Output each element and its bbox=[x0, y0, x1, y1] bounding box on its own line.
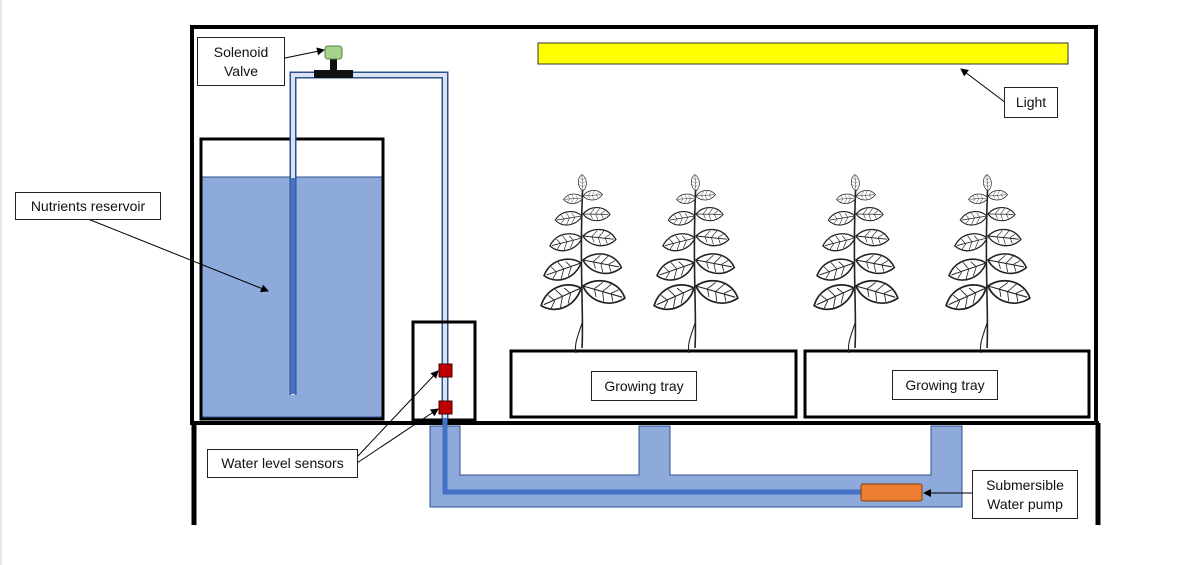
plant-3 bbox=[810, 175, 901, 354]
drain-channel bbox=[429, 425, 963, 508]
solenoid-valve-label-line1: Solenoid bbox=[213, 43, 269, 60]
light-callout-arrow bbox=[960, 68, 1007, 104]
valve-stem bbox=[330, 57, 337, 72]
submersible-pump-label-line2: Water pump bbox=[987, 495, 1063, 512]
valve-base bbox=[314, 70, 353, 78]
lower-water-level-sensor bbox=[438, 400, 453, 415]
light-label: Light bbox=[1004, 87, 1058, 118]
water-level-sensors-label: Water level sensors bbox=[207, 449, 358, 478]
solenoid-valve-head bbox=[324, 45, 343, 60]
pump-outlet-pipe bbox=[442, 418, 861, 495]
growing-tray-left bbox=[509, 349, 798, 419]
sensor-callout-arrow-lower bbox=[356, 408, 439, 464]
solenoid-valve-label: Solenoid Valve bbox=[197, 37, 285, 86]
light-label-text: Light bbox=[1015, 94, 1047, 110]
growing-tray-right-label-text: Growing tray bbox=[905, 376, 985, 393]
water-level-sensors-label-text: Water level sensors bbox=[221, 455, 344, 471]
sensor-callout-arrow-upper bbox=[356, 370, 439, 458]
plant-4 bbox=[942, 175, 1033, 354]
submersible-pump-label: Submersible Water pump bbox=[972, 470, 1078, 519]
growing-tray-left-label-text: Growing tray bbox=[604, 377, 684, 394]
nutrients-reservoir-label-text: Nutrients reservoir bbox=[30, 197, 146, 214]
solenoid-callout-arrow bbox=[284, 47, 325, 59]
plant-2 bbox=[650, 175, 741, 354]
growing-tray-right-label: Growing tray bbox=[892, 370, 998, 400]
nutrients-reservoir-label: Nutrients reservoir bbox=[15, 192, 161, 220]
growing-tray-left-label: Growing tray bbox=[591, 371, 697, 401]
growing-tray-right bbox=[803, 349, 1091, 419]
solenoid-valve-label-line2: Valve bbox=[224, 62, 258, 79]
reservoir-callout-arrow bbox=[87, 218, 269, 293]
plant-1 bbox=[537, 175, 628, 354]
submersible-pump bbox=[860, 483, 923, 502]
submersible-pump-label-line1: Submersible bbox=[986, 476, 1064, 493]
upper-water-level-sensor bbox=[438, 363, 453, 378]
light-bar bbox=[537, 42, 1069, 65]
